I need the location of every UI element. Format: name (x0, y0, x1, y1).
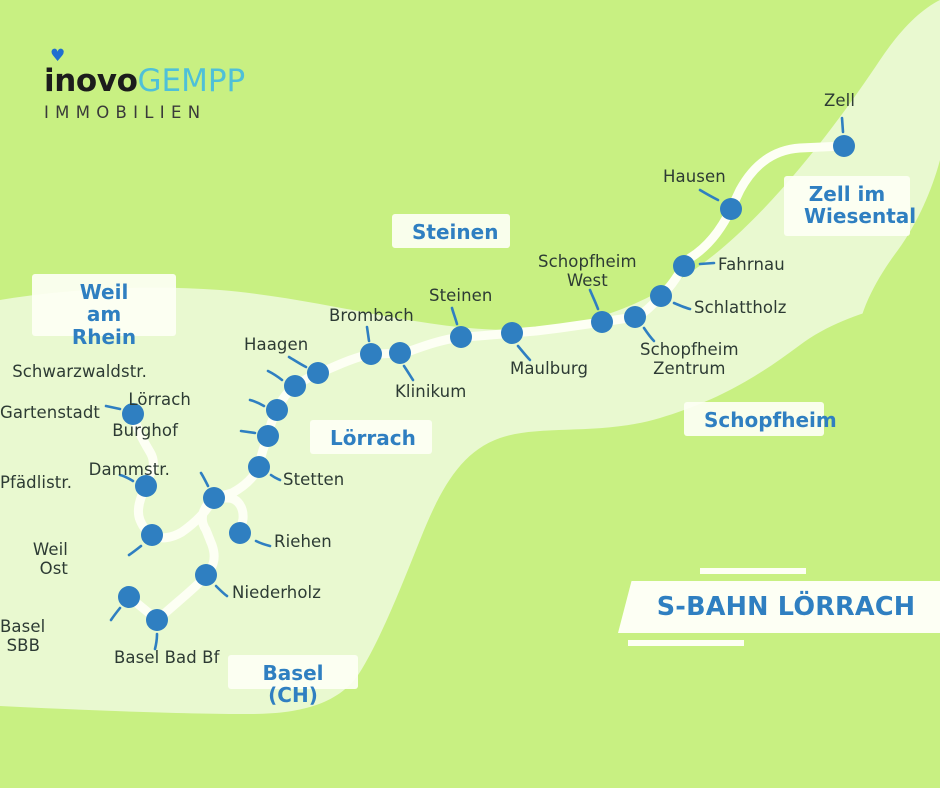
company-logo: ♥ inovoGEMPP IMMOBILIEN (44, 48, 245, 122)
leader-line-loerrach (248, 398, 266, 408)
leader-line-steinen (450, 306, 459, 326)
route-dammstr-link (209, 493, 248, 538)
region-brush-zell-im-wiesental (784, 176, 910, 236)
station-label-schopfheim-west: Schopfheim West (538, 252, 637, 290)
station-label-schlattholz: Schlattholz (694, 298, 787, 317)
region-label-schopfheim: Schopfheim (704, 408, 837, 432)
region-label-weil-am-rhein: Weil am Rhein (71, 280, 137, 349)
logo-word-primary: inovo (44, 63, 138, 99)
leader-line-brombach (365, 325, 371, 343)
station-dot-basel-bad-bf[interactable] (146, 609, 168, 631)
logo-word-secondary: GEMPP (137, 63, 246, 99)
leader-line-fahrnau (698, 261, 716, 266)
region-brush-steinen (392, 214, 510, 248)
station-label-stetten: Stetten (283, 470, 345, 489)
region-label-zell-im-wiesental: Zell im Wiesental (804, 182, 917, 229)
leader-line-burghof (239, 429, 257, 435)
station-dot-niederholz[interactable] (195, 564, 217, 586)
station-label-fahrnau: Fahrnau (718, 255, 785, 274)
leader-line-basel-sbb (109, 606, 122, 622)
station-label-riehen: Riehen (274, 532, 332, 551)
leader-line-basel-bad-bf (153, 632, 159, 651)
logo-subtitle: IMMOBILIEN (44, 103, 207, 122)
station-label-schopfheim-zentrum: Schopfheim Zentrum (640, 340, 739, 378)
station-dot-schopfheim-zentrum[interactable] (624, 306, 646, 328)
background-light-blob-topright (856, 0, 940, 430)
station-label-brombach: Brombach (329, 306, 414, 325)
station-label-hausen: Hausen (663, 167, 726, 186)
station-label-burghof: Burghof (112, 421, 178, 440)
station-dots (118, 135, 855, 631)
station-label-basel-sbb: Basel SBB (0, 617, 46, 655)
region-brush-weil-am-rhein (32, 274, 176, 336)
leader-line-schwarzwaldstr (266, 369, 284, 382)
station-label-klinikum: Klinikum (395, 382, 467, 401)
station-dot-stetten[interactable] (248, 456, 270, 478)
station-label-loerrach: Lörrach (128, 390, 191, 409)
region-brush-schopfheim (684, 402, 824, 436)
station-dot-schwarzwaldstr[interactable] (284, 375, 306, 397)
station-label-weil-ost: Weil Ost (32, 540, 68, 578)
leader-line-stetten (269, 473, 282, 482)
leader-line-klinikum (402, 364, 415, 382)
leader-line-dammstr (199, 471, 210, 488)
leader-line-niederholz (214, 584, 229, 598)
leader-line-maulburg (516, 344, 532, 362)
route-main-line (209, 141, 849, 503)
station-dot-brombach[interactable] (360, 343, 382, 365)
station-label-maulburg: Maulburg (510, 359, 589, 378)
station-label-basel-bad-bf: Basel Bad Bf (114, 648, 220, 667)
station-dot-basel-sbb[interactable] (118, 586, 140, 608)
page-title: S-BAHN LÖRRACH (656, 592, 916, 622)
heart-icon: ♥ (50, 46, 66, 66)
station-dot-dammstr[interactable] (203, 487, 225, 509)
station-dot-schlattholz[interactable] (650, 285, 672, 307)
leader-line-schlattholz (672, 301, 692, 311)
region-label-steinen: Steinen (412, 220, 499, 244)
station-dot-weil-ost[interactable] (141, 524, 163, 546)
leader-line-gartenstadt (104, 404, 122, 411)
station-dot-gartenstadt[interactable] (122, 403, 144, 425)
leader-line-weil-ost (127, 544, 143, 557)
station-dot-fahrnau[interactable] (673, 255, 695, 277)
station-label-schwarzwaldstr: Schwarzwaldstr. (12, 362, 147, 381)
leader-line-riehen (254, 539, 272, 548)
tick-top (700, 568, 806, 574)
map-title-banner: S-BAHN LÖRRACH (618, 581, 940, 633)
leader-line-pfaedlistr (118, 473, 135, 483)
station-label-pfaedlistr: Pfädlistr. (0, 473, 73, 492)
region-label-basel-ch: Basel (CH) (262, 661, 324, 708)
station-label-haagen: Haagen (244, 335, 309, 354)
region-brush-loerrach (310, 420, 432, 454)
station-dot-loerrach[interactable] (266, 399, 288, 421)
tick-bottom (628, 640, 744, 646)
station-label-gartenstadt: Gartenstadt (0, 403, 100, 423)
region-label-loerrach: Lörrach (330, 426, 416, 450)
station-dot-klinikum[interactable] (389, 342, 411, 364)
station-dot-zell[interactable] (833, 135, 855, 157)
station-label-niederholz: Niederholz (232, 583, 321, 602)
leader-line-zell (840, 116, 845, 134)
station-dot-burghof[interactable] (257, 425, 279, 447)
station-label-zell: Zell (824, 91, 856, 110)
station-dot-schopfheim-west[interactable] (591, 311, 613, 333)
leader-line-haagen (287, 355, 308, 369)
station-dot-steinen[interactable] (450, 326, 472, 348)
region-brush-basel-ch (228, 655, 358, 689)
leader-line-schopfheim-west (588, 288, 600, 311)
leader-line-hausen (698, 188, 720, 202)
leader-line-schopfheim-zentrum (642, 326, 656, 343)
logo-wordmark: inovoGEMPP (44, 66, 245, 97)
station-dot-pfaedlistr[interactable] (135, 475, 157, 497)
station-dot-haagen[interactable] (307, 362, 329, 384)
station-dot-riehen[interactable] (229, 522, 251, 544)
station-dot-maulburg[interactable] (501, 322, 523, 344)
leader-lines (104, 116, 845, 651)
station-label-steinen: Steinen (429, 286, 493, 305)
route-weil-line (128, 409, 219, 543)
station-label-dammstr: Dammstr. (88, 460, 170, 479)
station-dot-hausen[interactable] (720, 198, 742, 220)
title-banner-slab (618, 581, 940, 633)
